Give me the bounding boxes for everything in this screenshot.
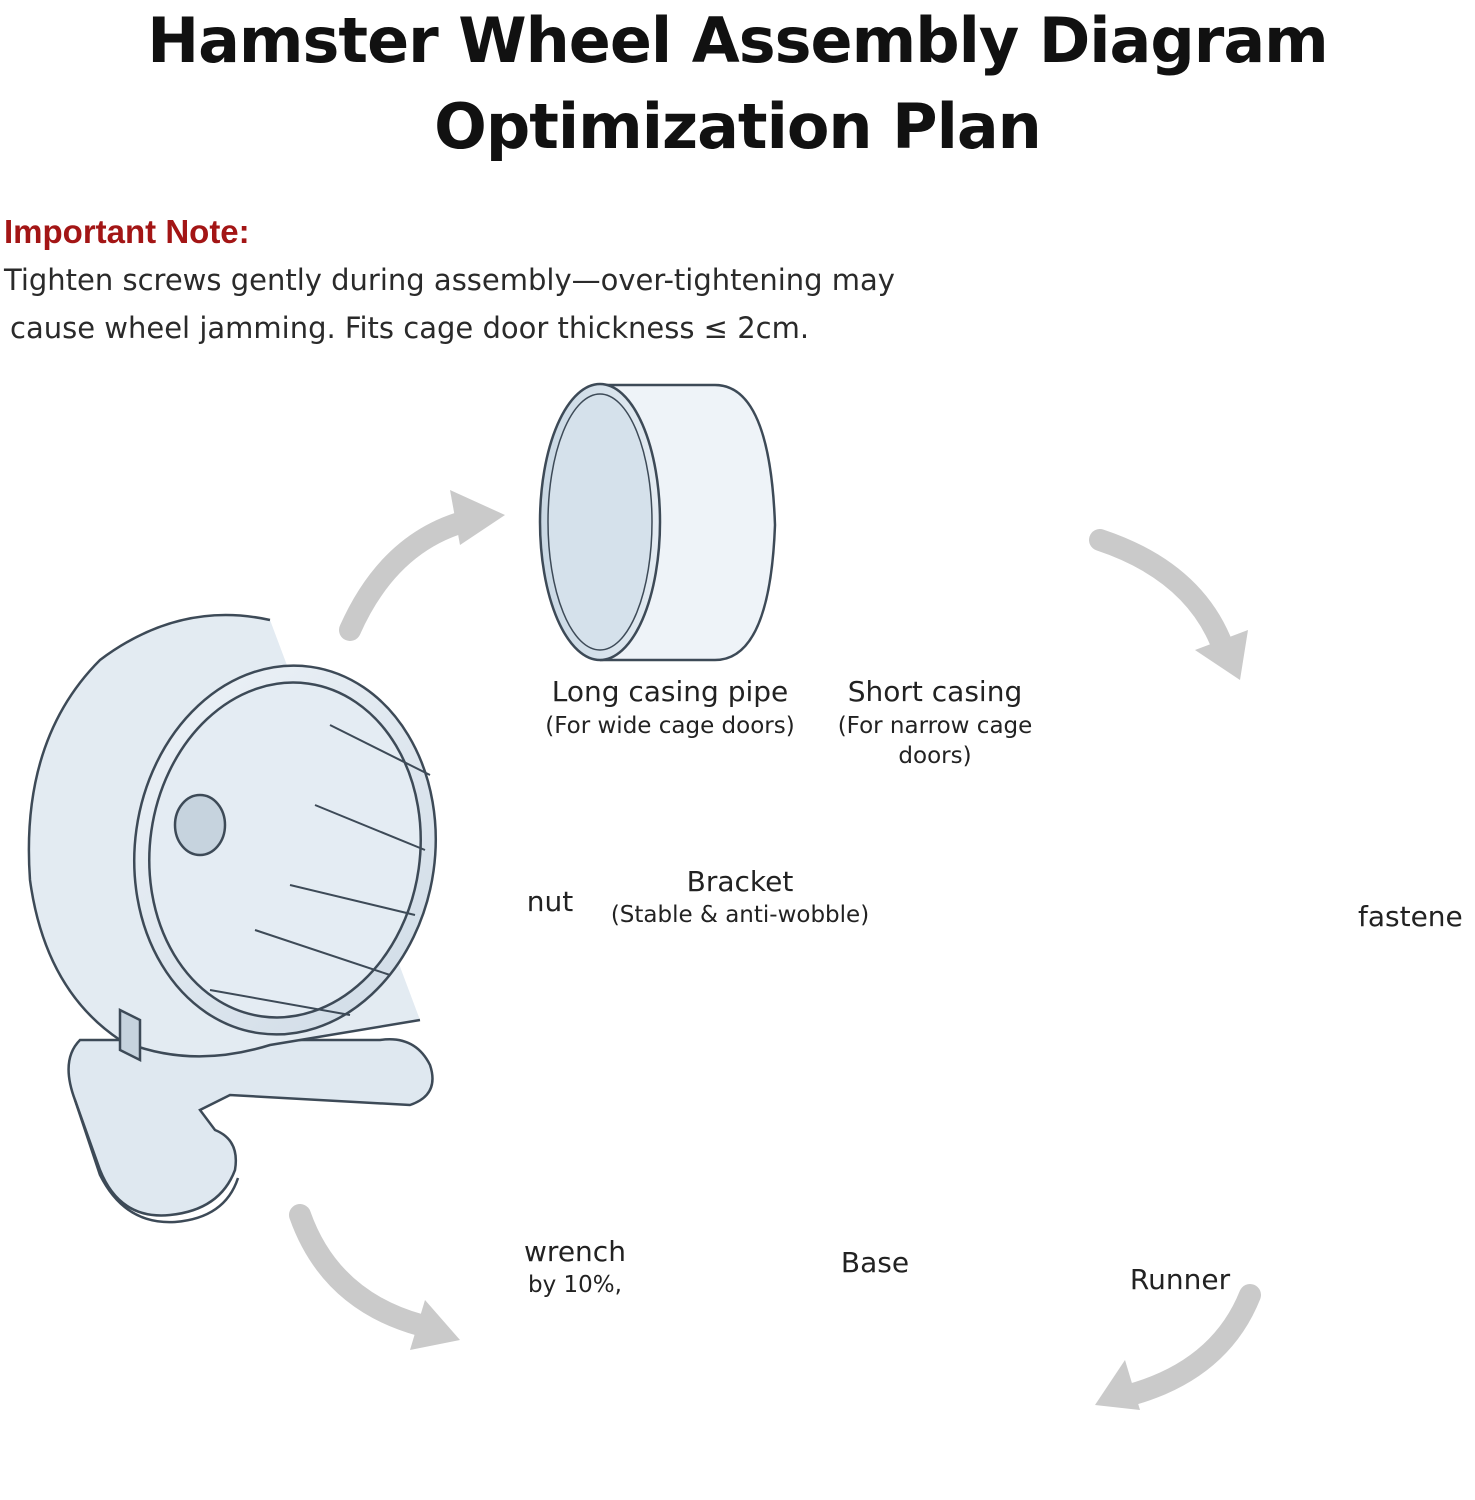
wrench-label: wrench — [524, 1235, 626, 1268]
flow-arrow-bottom-left — [289, 1204, 431, 1336]
note-body: Tighten screws gently during assembly—ov… — [4, 256, 1004, 352]
flow-arrow-bottom-right — [1119, 1284, 1261, 1406]
short-casing-label: Short casing — [847, 675, 1023, 708]
long-casing-pipe — [538, 382, 777, 662]
title-line-1: Hamster Wheel Assembly Diagram — [147, 4, 1329, 77]
nut-label: nut — [526, 885, 574, 918]
bracket-sub: (Stable & anti-wobble) — [610, 902, 870, 928]
bracket-label: Bracket — [686, 865, 794, 898]
flow-arrows — [289, 509, 1261, 1406]
base-label: Base — [840, 1246, 910, 1279]
runner-label: Runner — [1129, 1263, 1231, 1296]
flow-arrow-top-left — [339, 509, 481, 641]
flow-arrowheads — [410, 490, 1248, 1410]
assembled-wheel — [27, 613, 438, 1224]
fastener-label: fastene — [1358, 900, 1463, 933]
long-casing-label: Long casing pipe — [551, 675, 789, 708]
wrench-sub: by 10%, — [528, 1272, 622, 1298]
note-line-1: Tighten screws gently during assembly—ov… — [4, 263, 895, 297]
title-line-2: Optimization Plan — [434, 90, 1042, 163]
short-casing-sub-1: (For narrow cage — [837, 713, 1033, 739]
short-casing-sub-2: doors) — [898, 743, 972, 769]
long-casing-sub: (For wide cage doors) — [545, 713, 795, 739]
note-line-2: cause wheel jamming. Fits cage door thic… — [10, 311, 810, 345]
note-heading: Important Note: — [4, 213, 250, 250]
flow-arrow-top-right — [1089, 529, 1231, 651]
